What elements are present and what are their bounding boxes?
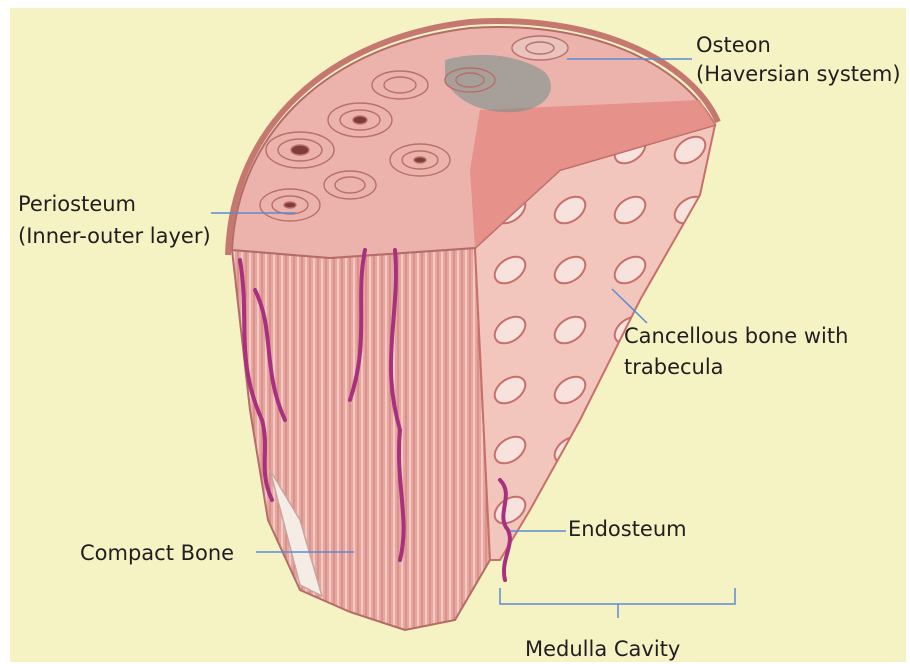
label-endosteum: Endosteum bbox=[568, 515, 687, 544]
label-compact-bone: Compact Bone bbox=[80, 539, 234, 568]
label-cancellous: Cancellous bone with bbox=[624, 322, 848, 351]
label-osteon-sub: (Haversian system) bbox=[696, 60, 901, 89]
label-cancellous-sub: trabecula bbox=[624, 353, 724, 382]
label-osteon: Osteon bbox=[696, 31, 771, 60]
medulla-bracket bbox=[500, 588, 735, 618]
label-medulla-cavity: Medulla Cavity bbox=[525, 635, 680, 664]
label-periosteum: Periosteum bbox=[18, 190, 136, 219]
label-periosteum-sub: (Inner-outer layer) bbox=[18, 222, 211, 251]
